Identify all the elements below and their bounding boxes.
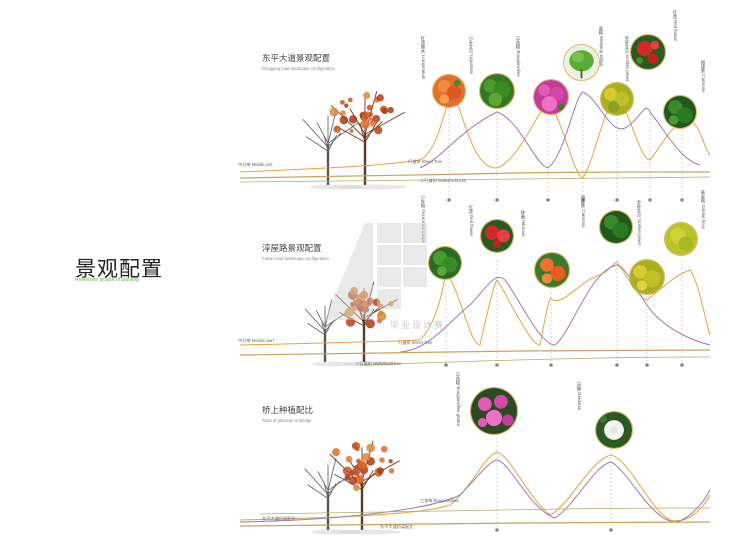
red-flower-photo (630, 34, 666, 70)
s1-plant-label-2: 小叶女贞 Ligustrum (468, 36, 474, 74)
s2-guide-dot-2 (495, 363, 499, 367)
s3-plant-label-2: 白蝉 Gardenia (576, 382, 582, 410)
s1-plant-label-7: 福建茶 Carmona (700, 60, 706, 92)
s1-guide-dot-5 (615, 198, 619, 202)
willow-photo (563, 44, 600, 81)
s2-guide-dot-1 (444, 363, 448, 367)
s1-guide-dot-7 (680, 198, 684, 202)
golden-privet-2-photo (629, 259, 665, 295)
section-2-median-label: 中分带 Median part (238, 338, 274, 344)
s3-guide-dot-2 (609, 528, 613, 532)
carmona-2-photo (599, 210, 633, 244)
golden-ficus-photo (664, 222, 698, 256)
s2-baseline (240, 350, 710, 355)
section-2-street-tree-label: 行道树 Street Tree (398, 340, 432, 346)
s3-baseline (240, 522, 710, 526)
s3-autumn-tree (330, 441, 402, 535)
s2-plant-label-5: 金叶女贞 Golden privet (636, 200, 642, 245)
section-2-sidewalk-tree-label: 人行道树 Walkshield tree (355, 361, 401, 367)
gardenia-photo (595, 411, 633, 449)
s1-plant-label-1: 红花檵木 Loropetalum (420, 36, 426, 79)
ligustrum-photo (479, 73, 515, 109)
s1-guide-dot-2 (495, 198, 499, 202)
hibiscus-photo (534, 252, 570, 288)
section-1-median-label: 中分带 Middle part (238, 162, 272, 168)
s3-plant-label-1: 三角梅 Bougainvillea glabra (455, 372, 461, 426)
bougainvillea-2-photo (470, 387, 518, 435)
golden-privet-photo (600, 82, 634, 116)
s1-baseline (240, 172, 710, 178)
s1-baseline-2 (240, 177, 710, 182)
carmona-photo (663, 95, 697, 129)
s3-curve-purple (240, 460, 710, 522)
s2-plant-label-6: 黄金榕 Golden ficus (700, 190, 706, 229)
loropetalum-photo (432, 74, 466, 108)
s1-plant-label-3: 三角梅 Bougainvillea (515, 36, 521, 77)
s1-plant-label-6: 红花 Red flower (672, 10, 678, 41)
s1-guide-dot-1 (447, 198, 451, 202)
s2-plant-label-3: 扶桑 Hibiscus (520, 210, 526, 237)
section-3-median-label: 东平大道桥梁配比 (262, 516, 296, 522)
section-3-sidewalk-tree-label: 东平大道桥梁配比 (380, 524, 414, 530)
bougainvillea-photo (533, 79, 569, 115)
s2-guide-dot-4 (615, 363, 619, 367)
s1-guide-dot-3 (546, 198, 550, 202)
s3-guide-dot-1 (495, 528, 499, 532)
s2-baseline-2 (360, 357, 710, 365)
section-1-street-tree-label: 行道树 Street Tree (408, 159, 442, 165)
watermark-text: 毕业设计赛 (390, 318, 445, 331)
s2-guide-dot-5 (645, 363, 649, 367)
s2-plant-label-2: 红花 Red flower (468, 205, 474, 236)
section-3-street-tree-label: 三角梅 Bougainvillea (420, 498, 459, 504)
section-1-sidewalk-tree-label: 人行道树 Walkshield tree (420, 178, 466, 184)
s2-plant-label-4: 福建茶 Carmona (580, 195, 586, 227)
s1-plant-label-5: 金叶女贞 Golden privet (624, 36, 630, 81)
s1-curve-orange (240, 96, 710, 178)
red-flower-2-photo (480, 219, 514, 253)
s1-guide-dot-6 (648, 198, 652, 202)
watermark-logo (315, 215, 435, 325)
s2-guide-dot-3 (549, 363, 553, 367)
s2-guide-dot-6 (680, 363, 684, 367)
